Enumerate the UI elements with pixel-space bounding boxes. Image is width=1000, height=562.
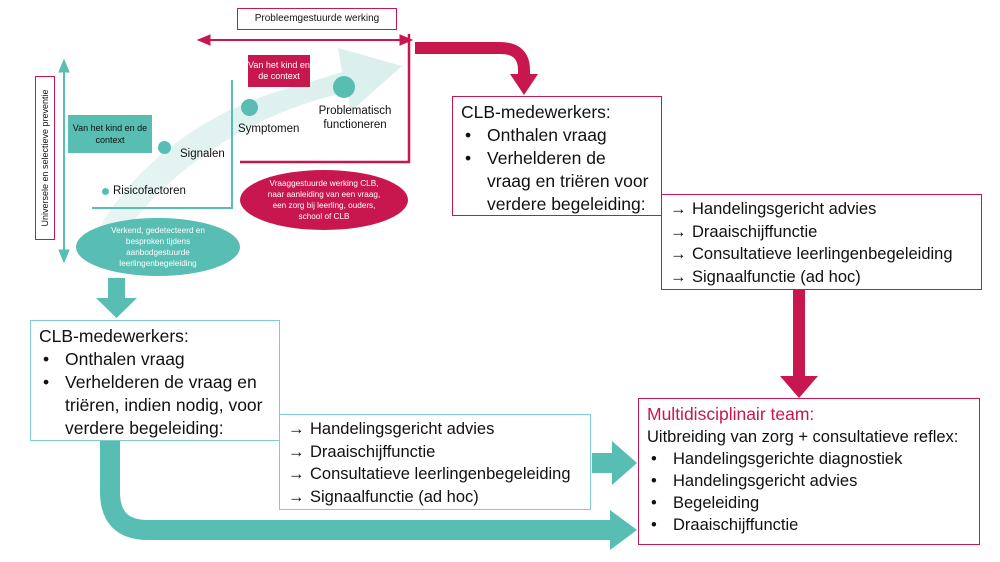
- team-title: Multidisciplinair team:: [647, 404, 815, 424]
- red-context-label: Van het kind en de context: [248, 60, 310, 81]
- left-function-item: →Consultatieve leerlingenbegeleiding: [288, 463, 582, 486]
- top-label-box: Probleemgestuurde werking: [237, 8, 397, 30]
- red-arrow-to-team: [793, 290, 805, 378]
- left-clb-bullet: Onthalen vraag: [39, 348, 271, 371]
- vertical-label-box: Universele en selectieve preventie: [35, 76, 55, 240]
- growth-sweep-arrow: [95, 48, 402, 240]
- teal-arrow-long: [100, 441, 612, 540]
- right-clb-bullet: Verhelderen de vraag en triëren voor ver…: [461, 147, 653, 216]
- right-function-item: →Signaalfunctie (ad hoc): [670, 266, 973, 289]
- red-arrow-to-right-clb: [415, 42, 530, 76]
- left-clb-box: CLB-medewerkers: Onthalen vraag Verhelde…: [30, 320, 280, 441]
- right-functions-box: →Handelingsgericht advies →Draaischijffu…: [661, 194, 982, 290]
- right-function-item: →Handelingsgericht advies: [670, 198, 973, 221]
- left-function-arrow-icon: →: [288, 487, 305, 506]
- stage-dot-symptomen: [241, 99, 258, 116]
- teal-arrow-right-short: [592, 453, 614, 473]
- teal-axis: [92, 80, 233, 209]
- horizontal-double-arrow: [196, 34, 414, 46]
- left-function-arrow-icon: →: [288, 420, 305, 438]
- teal-ellipse: Verkend, gedetecteerd en besproken tijde…: [76, 218, 240, 276]
- right-function-item: →Consultatieve leerlingenbegeleiding: [670, 243, 973, 266]
- right-function-arrow-icon: →: [670, 222, 687, 241]
- team-bullet: Handelingsgericht advies: [647, 470, 971, 492]
- left-function-arrow-icon: →: [288, 442, 305, 461]
- stage-label-symptomen: Symptomen: [238, 123, 300, 135]
- right-clb-box: CLB-medewerkers: Onthalen vraag Verhelde…: [452, 96, 662, 216]
- right-function-item: →Draaischijffunctie: [670, 221, 973, 244]
- red-ellipse-label: Vraaggestuurde werking CLB, naar aanleid…: [267, 179, 381, 221]
- team-bullet: Handelingsgerichte diagnostiek: [647, 448, 971, 470]
- team-subtitle: Uitbreiding van zorg + consultatieve ref…: [647, 428, 959, 446]
- left-function-item: →Draaischijffunctie: [288, 441, 582, 464]
- team-box: Multidisciplinair team: Uitbreiding van …: [638, 398, 980, 545]
- left-functions-box: →Handelingsgericht advies →Draaischijffu…: [279, 414, 591, 510]
- stage-label-signalen: Signalen: [180, 148, 225, 160]
- right-clb-title: CLB-medewerkers:: [461, 102, 611, 122]
- right-function-arrow-icon: →: [670, 245, 687, 263]
- stage-dot-risicofactoren: [102, 188, 109, 195]
- teal-ellipse-label: Verkend, gedetecteerd en besproken tijde…: [111, 226, 205, 268]
- red-axis: [240, 34, 411, 164]
- red-ellipse: Vraaggestuurde werking CLB, naar aanleid…: [240, 170, 408, 230]
- teal-arrow-down: [108, 278, 125, 300]
- right-function-arrow-icon: →: [670, 200, 687, 218]
- left-clb-title: CLB-medewerkers:: [39, 326, 189, 346]
- left-function-item: →Signaalfunctie (ad hoc): [288, 486, 582, 509]
- team-bullet: Begeleiding: [647, 492, 971, 514]
- vertical-double-arrow: [58, 58, 70, 264]
- teal-context-box: Van het kind en de context: [68, 115, 152, 153]
- stage-label-risicofactoren: Risicofactoren: [113, 185, 186, 197]
- top-label: Probleemgestuurde werking: [254, 13, 380, 24]
- right-clb-bullet: Onthalen vraag: [461, 124, 653, 147]
- stage-dot-problematisch: [333, 76, 355, 98]
- stage-dot-signalen: [158, 141, 171, 154]
- team-bullet: Draaischijffunctie: [647, 514, 971, 536]
- red-context-box: Van het kind en de context: [248, 55, 310, 87]
- left-function-item: →Handelingsgericht advies: [288, 418, 582, 441]
- vertical-label: Universele en selectieve preventie: [40, 89, 50, 227]
- left-function-arrow-icon: →: [288, 465, 305, 483]
- teal-context-label: Van het kind en de context: [72, 123, 148, 145]
- right-function-arrow-icon: →: [670, 267, 687, 286]
- stage-label-problematisch: Problematisch functioneren: [318, 105, 392, 131]
- left-clb-bullet: Verhelderen de vraag en triëren, indien …: [39, 371, 271, 440]
